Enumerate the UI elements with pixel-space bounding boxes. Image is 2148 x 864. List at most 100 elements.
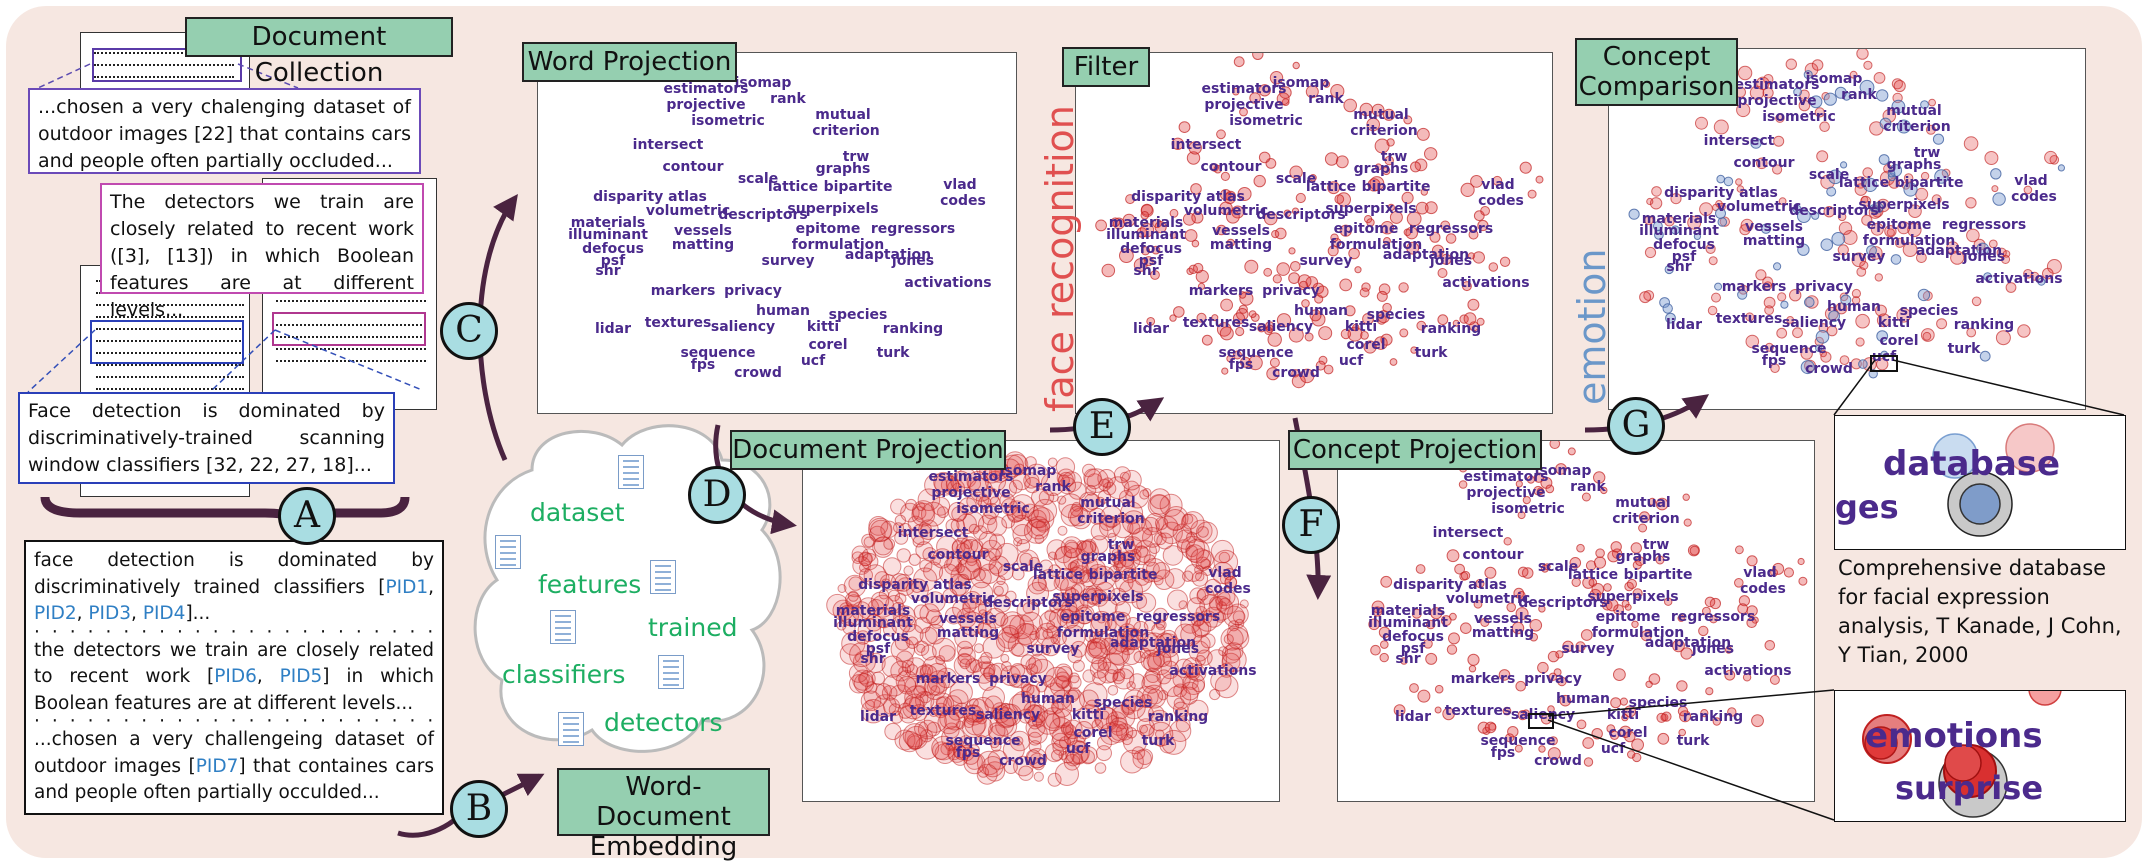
document-point	[1400, 657, 1408, 665]
document-point	[1211, 314, 1219, 322]
document-point	[1870, 222, 1884, 236]
word-label: regressors	[871, 221, 955, 237]
document-point	[1007, 632, 1033, 658]
document-point	[1862, 167, 1874, 178]
snippet-3: Face detection is dominated by discrimin…	[18, 392, 395, 484]
document-point	[1819, 121, 1830, 132]
document-point	[983, 502, 1000, 520]
document-point	[1545, 484, 1555, 494]
document-point	[1655, 555, 1665, 565]
word-label: codes	[1740, 581, 1786, 597]
side-label-emotion: emotion	[1570, 248, 1614, 405]
document-point	[980, 651, 993, 665]
word-label: sequence	[945, 733, 1020, 749]
document-point	[1764, 305, 1775, 316]
document-point	[1253, 174, 1266, 188]
document-point	[1289, 165, 1303, 179]
document-point	[1078, 491, 1100, 512]
document-point	[1602, 600, 1613, 611]
document-point	[1971, 296, 1982, 307]
document-point	[1613, 604, 1625, 616]
document-point	[1123, 689, 1146, 712]
pid-link[interactable]: PID3	[88, 603, 132, 624]
pid-link[interactable]: PID1	[385, 576, 429, 598]
document-point	[1147, 705, 1165, 722]
document-point	[1406, 241, 1420, 255]
document-point	[1155, 619, 1167, 631]
word-label: vlad	[943, 177, 976, 193]
document-point	[1860, 195, 1872, 207]
word-label: corel	[1073, 725, 1112, 741]
document-point	[1024, 463, 1049, 488]
document-point	[844, 591, 861, 608]
document-point	[1664, 597, 1673, 606]
document-point	[1252, 53, 1264, 60]
document-point	[1174, 623, 1197, 646]
document-point	[1012, 472, 1031, 491]
document-point	[1132, 749, 1152, 769]
filter-panel: isomapestimatorsrankprojectivemutualisom…	[1075, 52, 1553, 414]
document-point	[897, 675, 917, 695]
document-point	[1610, 541, 1622, 553]
document-point	[1139, 489, 1150, 500]
document-point	[1738, 595, 1750, 607]
document-point	[1440, 220, 1451, 231]
document-point	[1776, 327, 1788, 339]
document-point	[1258, 84, 1271, 97]
document-point	[971, 709, 985, 723]
doc3-highlight	[90, 320, 244, 364]
document-point	[1920, 171, 1930, 181]
document-point	[1555, 463, 1567, 475]
document-point	[1056, 604, 1081, 629]
document-point	[1746, 555, 1758, 567]
document-point	[988, 548, 1001, 561]
document-point	[1687, 215, 1702, 230]
word-label: jones	[1962, 249, 2005, 265]
word-label: saliency	[976, 707, 1040, 723]
document-point	[955, 563, 965, 574]
document-point	[914, 721, 929, 737]
document-point	[1016, 623, 1040, 647]
document-point	[1162, 650, 1179, 667]
pid-link[interactable]: PID5	[279, 666, 323, 687]
document-point	[1072, 659, 1085, 672]
document-point	[1874, 273, 1883, 282]
word-label: volumetric	[1446, 591, 1530, 607]
document-point	[1382, 166, 1391, 176]
word-label: activations	[1704, 663, 1791, 679]
text-line	[276, 348, 426, 350]
document-point	[1075, 721, 1094, 740]
document-point	[1110, 724, 1128, 741]
document-icon	[495, 535, 521, 569]
document-point	[1055, 675, 1070, 690]
document-point	[1140, 211, 1150, 220]
pid-link[interactable]: PID4	[142, 603, 186, 624]
document-point	[1417, 689, 1431, 703]
document-point	[1266, 367, 1280, 381]
word-label: matting	[1472, 625, 1534, 641]
document-point	[896, 548, 911, 563]
pid-link[interactable]: PID2	[34, 603, 77, 624]
word-label: corel	[1346, 337, 1385, 353]
word-label: markers	[1189, 283, 1254, 299]
document-point	[1664, 215, 1675, 227]
document-point	[939, 709, 960, 730]
document-point	[1033, 771, 1044, 782]
document-point	[1288, 247, 1296, 255]
word-label: bipartite	[824, 179, 893, 195]
word-label: criterion	[1350, 123, 1417, 139]
pid-link[interactable]: PID7	[195, 755, 239, 777]
document-point	[930, 685, 941, 696]
document-point	[1309, 309, 1322, 322]
document-point	[1223, 634, 1234, 645]
document-point	[1305, 85, 1319, 99]
word-label: sequence	[1218, 345, 1293, 361]
document-point	[967, 477, 982, 491]
document-point	[1424, 147, 1438, 161]
label-word-projection: Word Projection	[522, 42, 737, 82]
document-point	[1557, 676, 1567, 687]
document-point	[2046, 259, 2062, 274]
document-point	[1066, 689, 1080, 703]
pid-link[interactable]: PID6	[214, 666, 257, 687]
document-point	[2042, 267, 2054, 280]
